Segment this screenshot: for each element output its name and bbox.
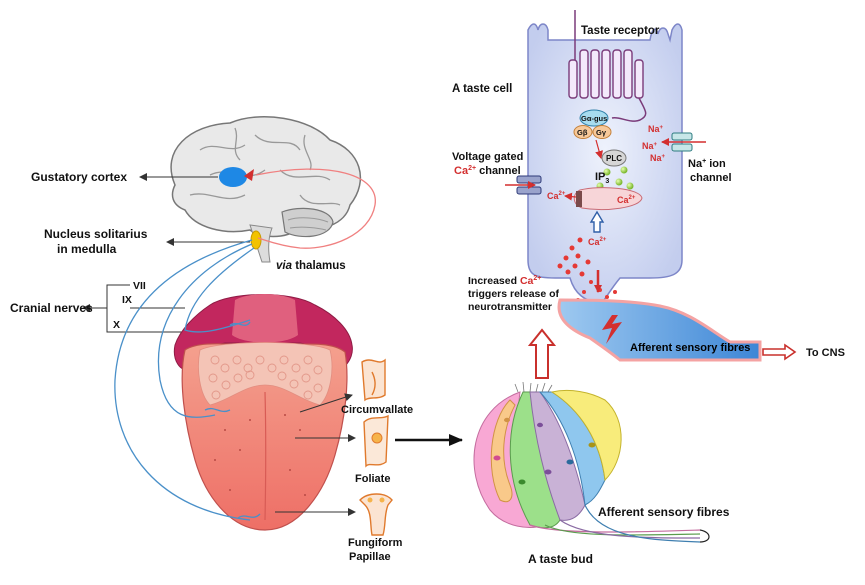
cytosol-ca-text: Ca [547, 191, 559, 201]
taste-receptor [568, 10, 647, 122]
vg-ca-text: Ca [454, 165, 469, 177]
na-channel-ion: ion [706, 158, 726, 170]
g-protein [573, 109, 612, 139]
tongue-texture [208, 355, 323, 400]
gustatory-cortex-region [219, 167, 247, 187]
nerve-vii-label: VII [133, 280, 146, 292]
na-ion-2: Na+ [642, 141, 658, 151]
g-beta-label: Gβ [577, 128, 588, 137]
nerve-ix-label: IX [122, 294, 132, 306]
na-ion-3: Na+ [650, 153, 666, 163]
vg-ca-sup: 2+ [468, 165, 476, 172]
taste-bud [473, 381, 710, 543]
na-ion-2-sup: + [654, 142, 658, 148]
er-ca-text: Ca [617, 195, 629, 205]
circumvallate-label: Circumvallate [341, 404, 413, 416]
cranial-nerve-paths [114, 239, 261, 521]
taste-bud-label: A taste bud [528, 552, 593, 566]
na-ion-1-text: Na [648, 124, 660, 134]
to-cns-arrow [762, 343, 797, 361]
na-ions: Na+ Na+ Na+ [642, 124, 666, 163]
circumvallate-pointer [299, 393, 353, 413]
na-ion-1: Na+ [648, 124, 664, 134]
cytosol-ca-label: Ca2+ [547, 191, 566, 201]
thalamus-text: thalamus [292, 260, 346, 272]
taste-bud-nuclei [493, 417, 596, 485]
g-gamma-label: Gγ [596, 128, 607, 137]
ip3-label: IP3 [595, 171, 609, 185]
up-arrow [527, 328, 557, 379]
fungiform-label: Fungiform [348, 537, 403, 549]
increased-text: Increased [468, 275, 520, 287]
increased-ca-label-line1: Increased Ca2+ [468, 275, 541, 287]
thalamus-marker [244, 169, 254, 181]
er-ca-label: Ca2+ [617, 195, 636, 205]
ca-release-arrow [564, 192, 577, 201]
gustatory-cortex-label: Gustatory cortex [31, 170, 127, 184]
fungiform-papilla [359, 493, 393, 536]
vg-channel-text: channel [476, 165, 521, 177]
ip3-receptor-channel [576, 191, 582, 207]
taste-receptor-label: Taste receptor [581, 25, 660, 37]
ip-text: IP [595, 171, 605, 183]
thalamus-pathway [255, 168, 376, 249]
na-channel-label-line2: channel [690, 172, 732, 184]
ca-influx-arrow [589, 210, 605, 233]
afferent-bud-label: Afferent sensory fibres [598, 505, 730, 519]
na-ion-3-sup: + [662, 154, 666, 160]
na-channel-sup: + [702, 158, 706, 165]
influx-ca-text: Ca [588, 237, 600, 247]
papillae-label: Papillae [349, 551, 391, 563]
taste-cell-label: A taste cell [452, 83, 512, 95]
increased-ca-text: Ca [520, 275, 534, 287]
afferent-fibre-terminal [557, 298, 762, 362]
na-ion-1-sup: + [660, 125, 664, 131]
na-channel-na: Na [688, 158, 703, 170]
er-calcium-store [573, 187, 643, 211]
via-text: via [276, 260, 293, 272]
circumvallate-papilla [361, 358, 386, 402]
g-alpha-label: Gα-gus [581, 114, 607, 123]
voltage-gated-label-line1: Voltage gated [452, 151, 523, 163]
na-ion-2-text: Na [642, 141, 654, 151]
cranial-nerves-label: Cranial nerves [10, 301, 93, 315]
cranial-nerve-bracket [93, 284, 190, 333]
to-cns-label: To CNS [806, 347, 845, 359]
plc-enzyme [601, 149, 627, 167]
influx-ca-sup: 2+ [600, 237, 607, 243]
voltage-gated-label-line2: Ca2+ channel [454, 165, 521, 177]
cytosol-ca-sup: 2+ [559, 191, 566, 197]
na-channel-label-line1: Na+ ion [688, 158, 726, 170]
increased-ca-label-line3: neurotransmitter [468, 301, 552, 313]
na-ion-channel [671, 132, 693, 152]
er-ca-sup: 2+ [629, 195, 636, 201]
tongue [173, 294, 353, 531]
na-ion-3-text: Na [650, 153, 662, 163]
influx-ca-label: Ca2+ [588, 237, 607, 247]
via-thalamus-label: via thalamus [276, 260, 346, 272]
increased-ca-label-line2: triggers release of [468, 288, 560, 300]
nucleus-solitarius-region [250, 230, 262, 250]
increased-ca-sup: 2+ [533, 275, 541, 282]
afferent-cell-label: Afferent sensory fibres [630, 342, 750, 354]
plc-label: PLC [606, 154, 622, 163]
nucleus-label-line2: in medulla [57, 242, 117, 256]
nerve-x-label: X [113, 319, 120, 331]
nucleus-label-line1: Nucleus solitarius [44, 227, 148, 241]
foliate-label: Foliate [355, 473, 390, 485]
taste-bud-fibres [529, 504, 710, 543]
g-to-plc-arrow [595, 139, 603, 159]
taste-bud-microvilli [514, 381, 553, 393]
foliate-papilla [363, 414, 389, 468]
ip-sub-text: 3 [605, 178, 609, 185]
